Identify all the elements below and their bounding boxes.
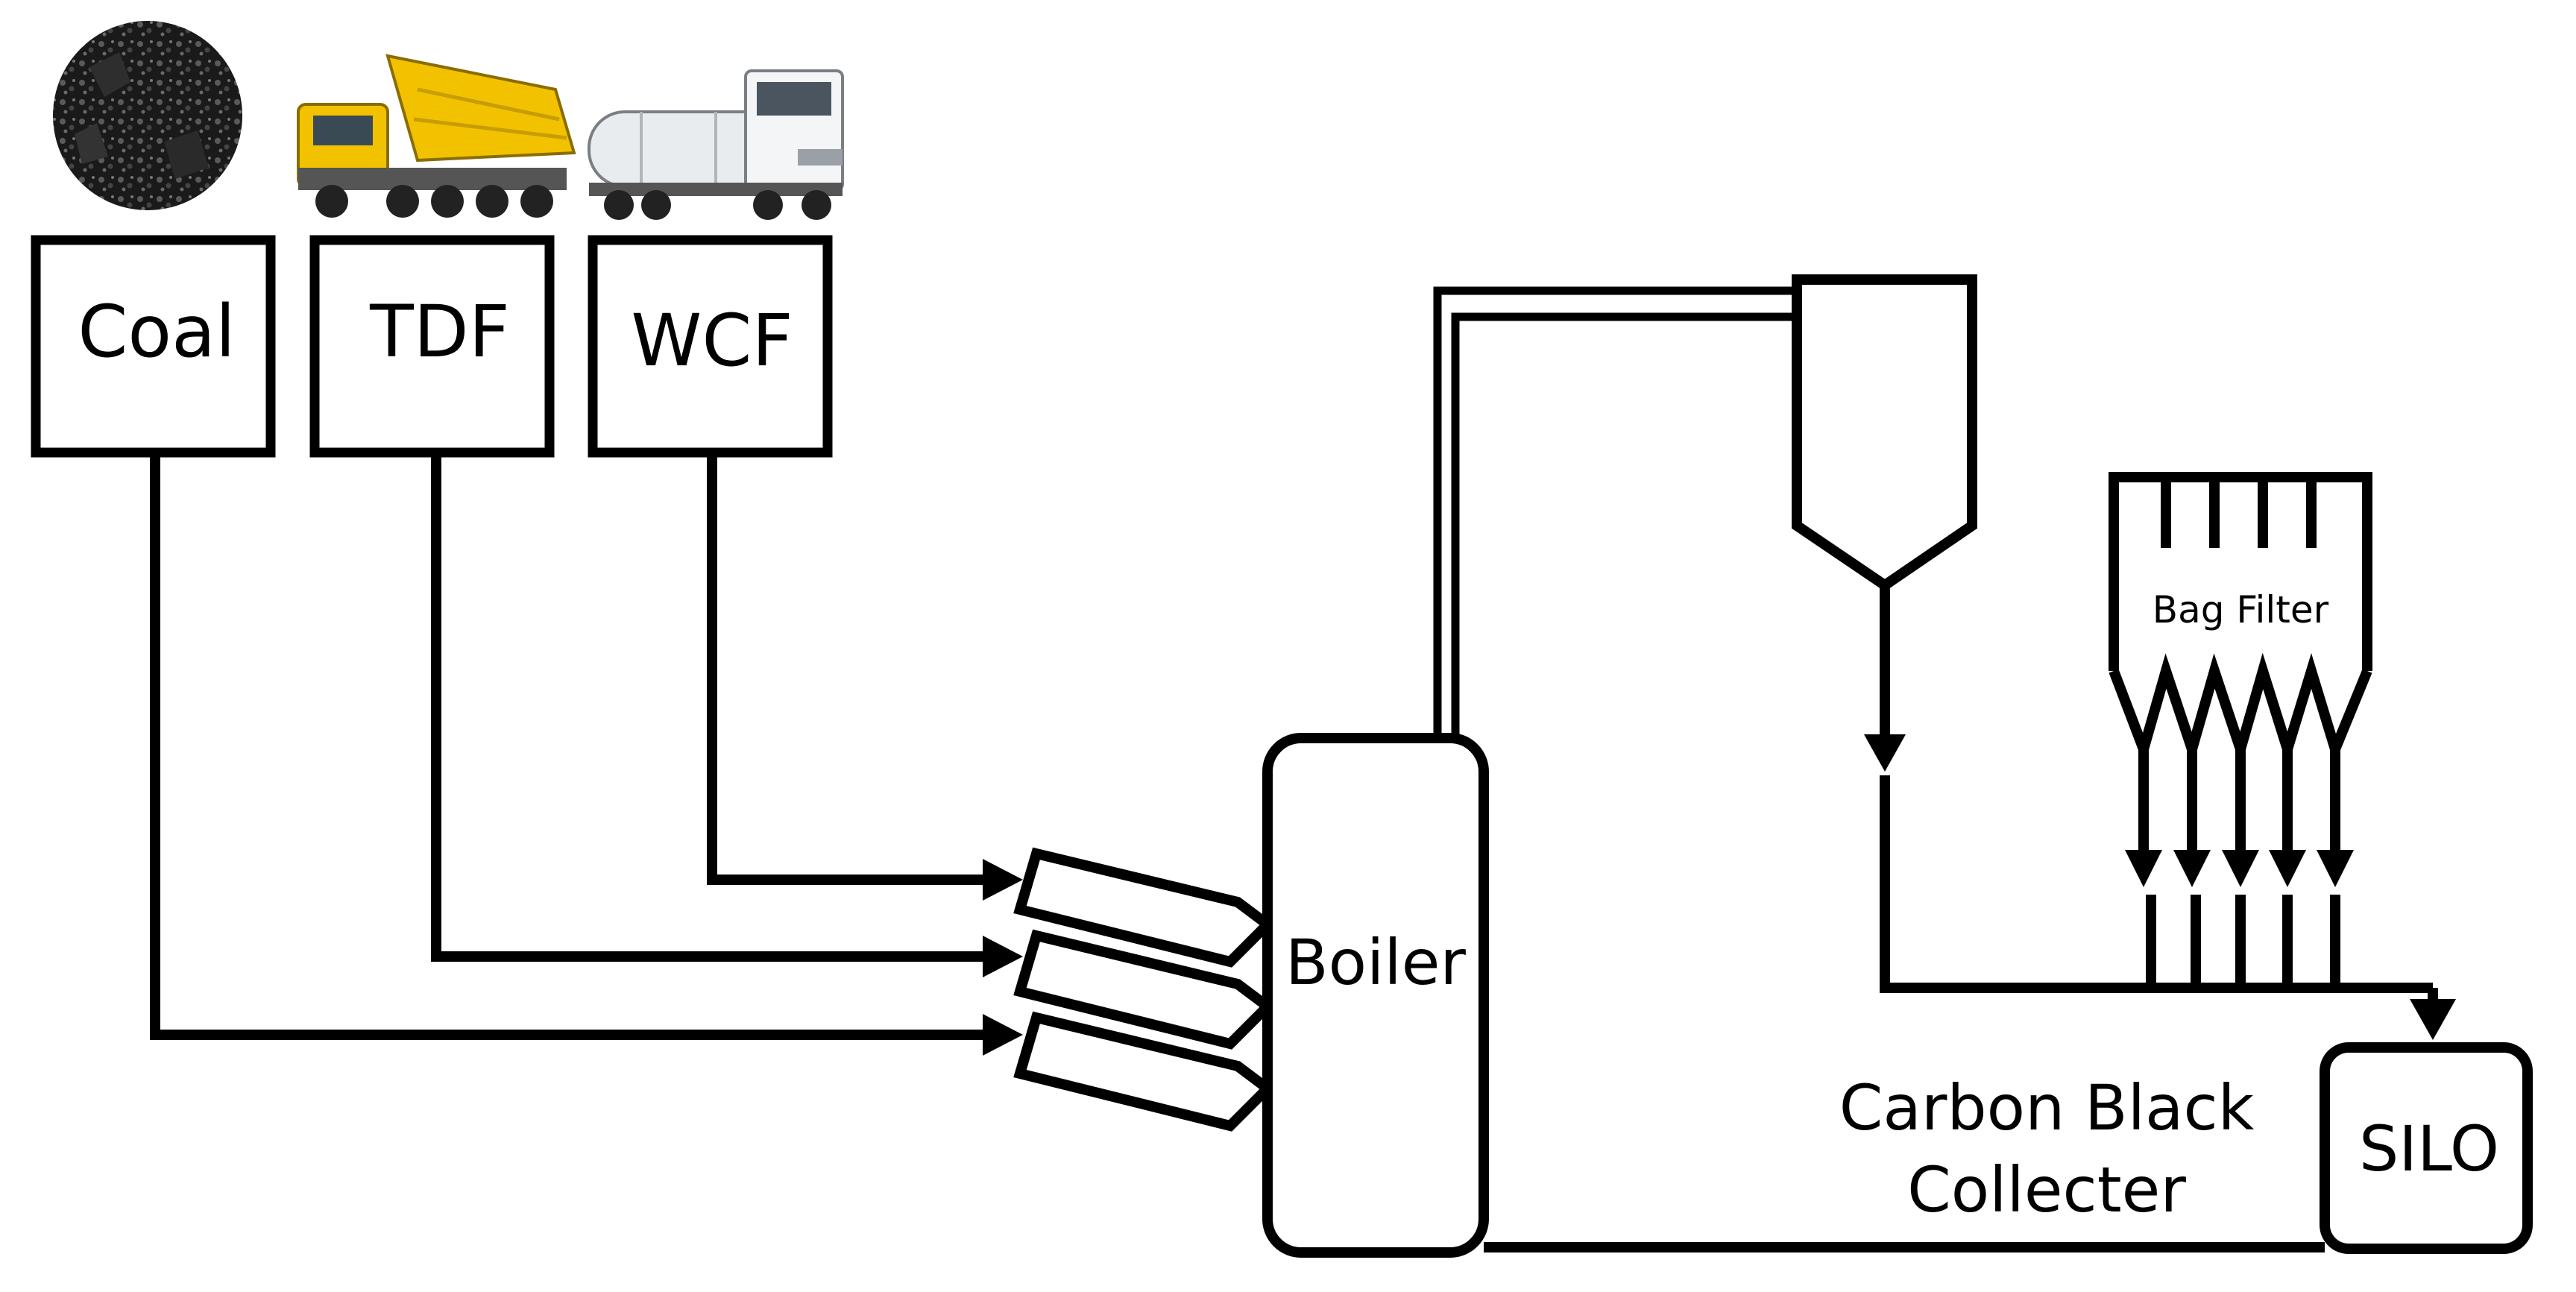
flue-pipe-outer	[1433, 286, 1797, 738]
coal-feed-arrow	[983, 1014, 1023, 1056]
burner-bottom	[1013, 1011, 1276, 1132]
coal-pile-icon	[53, 21, 242, 210]
burner-top	[1013, 847, 1276, 968]
tdf-label: TDF	[369, 290, 510, 374]
header-to-silo-arrow	[2410, 999, 2456, 1040]
bag-filter-arrow-5	[2317, 850, 2354, 887]
wcf-feed-arrow	[983, 859, 1023, 901]
bag-filter	[2109, 472, 2372, 988]
bag-filter-arrow-2	[2173, 850, 2211, 887]
collector-label-line1: Carbon Black	[1839, 1071, 2255, 1144]
collector-label-line2: Collecter	[1907, 1153, 2186, 1226]
boiler	[1262, 733, 1489, 1258]
wcf-feed-line	[707, 453, 992, 885]
bag-filter-arrow-3	[2222, 850, 2259, 887]
silo	[2320, 1042, 2533, 1254]
tdf-feed-line	[431, 453, 992, 962]
bag-filter-label: Bag Filter	[2153, 588, 2329, 631]
dump-truck-icon	[297, 54, 576, 218]
boiler-label: Boiler	[1285, 926, 1466, 999]
coal-label: Coal	[78, 290, 235, 374]
coal-feed-line	[150, 453, 992, 1040]
bag-filter-arrow-1	[2125, 850, 2162, 887]
tdf-feed-arrow	[983, 936, 1023, 977]
bag-filter-arrow-4	[2269, 850, 2306, 887]
cyclone-separator	[1792, 274, 1977, 592]
tanker-truck-icon	[588, 69, 844, 220]
wcf-label: WCF	[631, 299, 793, 382]
cyclone-to-header-line	[1880, 775, 2433, 993]
flue-pipe-inner	[1451, 312, 1797, 738]
cyclone-outlet-arrow	[1864, 734, 1906, 772]
silo-label: SILO	[2359, 1112, 2499, 1185]
burner-middle	[1013, 929, 1276, 1050]
